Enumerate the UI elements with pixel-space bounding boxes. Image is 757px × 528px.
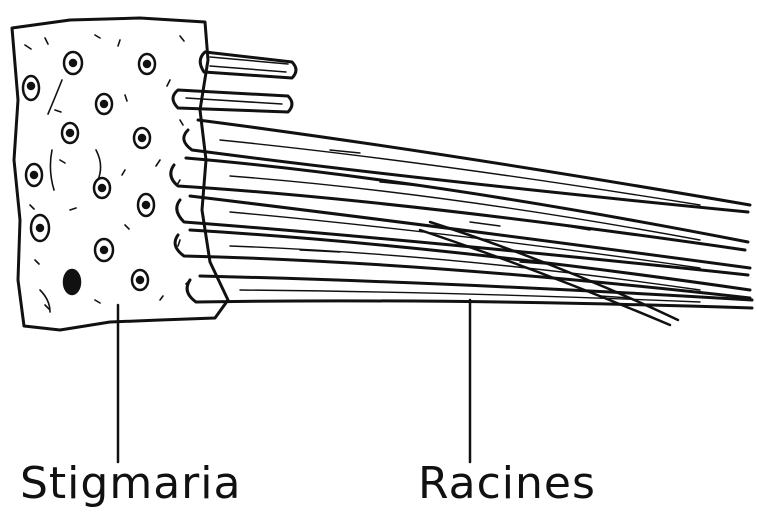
stigmaria-block (12, 18, 228, 330)
scar-marks (23, 52, 155, 294)
root-stub-top (173, 52, 296, 112)
block-texture (25, 35, 190, 312)
racines-label: Racines (418, 458, 596, 509)
stigmaria-label: Stigmaria (20, 458, 241, 509)
